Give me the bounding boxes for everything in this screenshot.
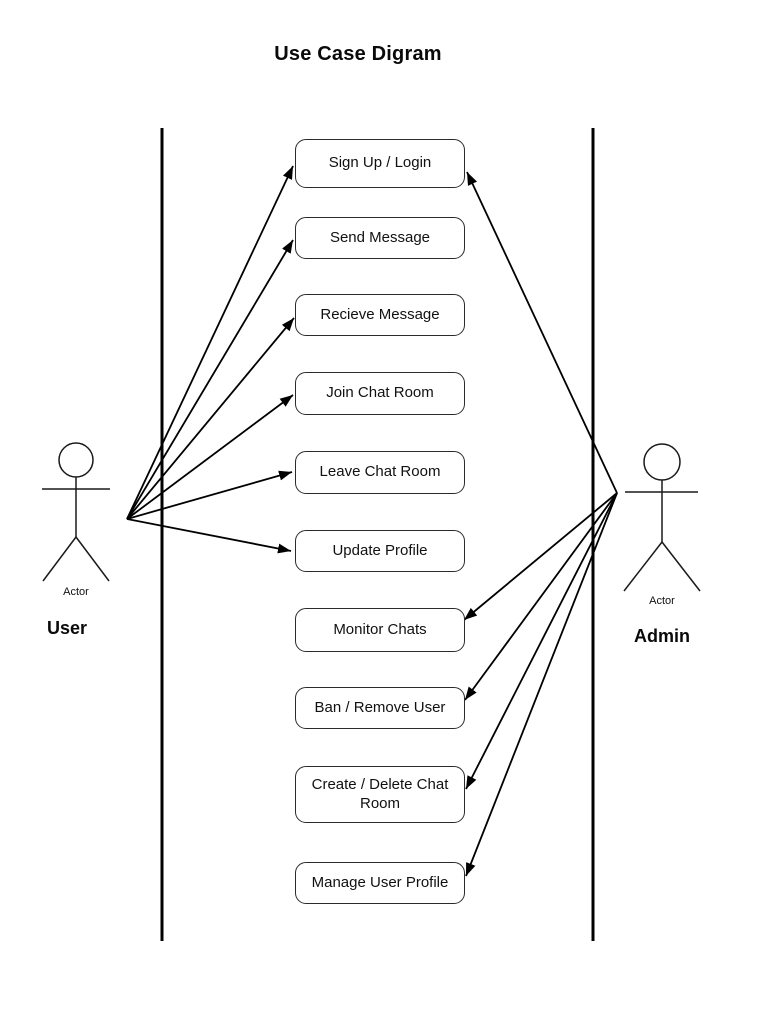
usecase-create-delete-chat-room: Create / Delete Chat Room [295, 766, 465, 823]
user-associations [126, 165, 295, 554]
user-to-update-profile-arrow [126, 518, 292, 554]
user-to-leave-chat-room-arrow [126, 470, 293, 520]
user-to-send-message-arrow [126, 239, 294, 520]
usecase-monitor-chats: Monitor Chats [295, 608, 465, 652]
user-to-recieve-message-arrow [126, 317, 295, 520]
user-actor-figure [42, 442, 110, 582]
user-actor-type-label: Actor [63, 586, 89, 598]
usecase-join-chat-room: Join Chat Room [295, 372, 465, 415]
admin-to-create-delete-chat-room-arrow [465, 492, 618, 790]
diagram-title: Use Case Digram [274, 43, 442, 65]
admin-actor-left-leg [623, 541, 663, 592]
usecase-update-profile: Update Profile [295, 530, 465, 572]
usecase-ban-remove-user: Ban / Remove User [295, 687, 465, 729]
admin-actor-type-label: Actor [649, 595, 675, 607]
admin-to-sign-up-login-arrow [466, 171, 618, 494]
user-actor-right-leg [75, 536, 110, 582]
admin-to-manage-user-profile-arrow [465, 492, 618, 877]
admin-actor-name-label: Admin [634, 626, 690, 646]
usecase-manage-user-profile: Manage User Profile [295, 862, 465, 904]
admin-actor-figure [623, 443, 701, 592]
user-actor-head [58, 442, 94, 478]
admin-actor-head [643, 443, 681, 481]
admin-associations [463, 171, 618, 877]
usecase-send-message: Send Message [295, 217, 465, 259]
user-actor-left-leg [42, 536, 77, 582]
user-to-join-chat-room-arrow [126, 394, 294, 520]
admin-actor-right-leg [661, 541, 701, 592]
admin-to-ban-remove-user-arrow [464, 492, 618, 701]
usecase-sign-up-login: Sign Up / Login [295, 139, 465, 188]
user-to-sign-up-login-arrow [126, 165, 294, 520]
admin-to-monitor-chats-arrow [463, 492, 618, 621]
user-actor-name-label: User [46, 618, 88, 638]
usecase-recieve-message: Recieve Message [295, 294, 465, 336]
usecase-leave-chat-room: Leave Chat Room [295, 451, 465, 494]
